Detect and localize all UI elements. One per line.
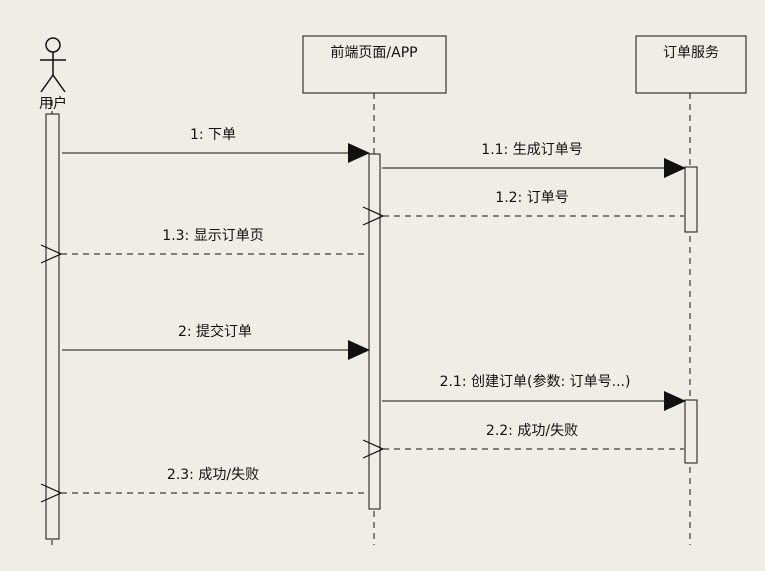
frontend-participant-box: [302, 35, 447, 94]
order-service-activation-bar-1: [684, 166, 698, 233]
message-1-3-label: 1.3: 显示订单页: [162, 228, 263, 244]
frontend-participant-label: 前端页面/APP: [330, 44, 417, 61]
message-1-2-label: 1.2: 订单号: [495, 190, 568, 206]
message-2-label: 2: 提交订单: [178, 323, 252, 340]
user-actor-icon: [40, 37, 66, 93]
user-activation-bar: [45, 113, 60, 540]
order-service-participant-label: 订单服务: [663, 45, 719, 61]
order-service-participant-box: [635, 35, 747, 94]
message-1-label: 1: 下单: [190, 127, 236, 143]
message-2-3-label: 2.3: 成功/失败: [167, 467, 259, 483]
message-2-1-label: 2.1: 创建订单(参数: 订单号...): [440, 373, 631, 390]
message-2-2-label: 2.2: 成功/失败: [486, 423, 578, 439]
message-1-1-label: 1.1: 生成订单号: [481, 142, 582, 158]
order-service-activation-bar-2: [684, 399, 698, 464]
frontend-activation-bar: [368, 153, 381, 510]
user-actor-label: 用户: [39, 95, 67, 112]
